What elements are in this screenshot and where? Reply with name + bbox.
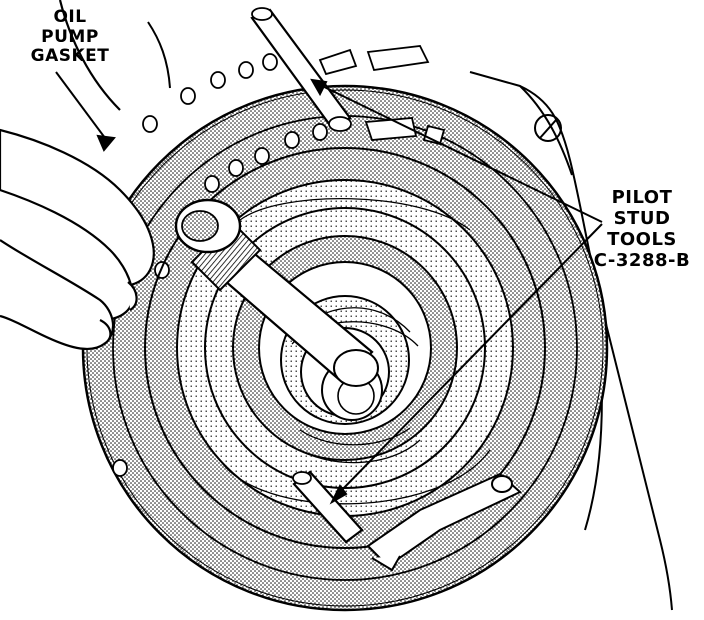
oil-pump-gasket-label-line-3: GASKET [30,46,110,67]
oil-pump-gasket-label-line-1: OIL [53,7,87,27]
pilot-stud-tools-label-line-1: PILOT [611,187,673,208]
pump-shaft-tool [174,198,379,387]
oil-pump-gasket-label-line-2: PUMP [41,26,99,47]
technician-hand [0,0,155,350]
gasket-slots [318,45,446,146]
oil-pump-gasket-label: OIL PUMP GASKET [10,7,130,67]
pilot-stud-tools-label: PILOT STUD TOOLS C-3288-B [586,187,698,272]
pilot-stud-tool-upper [250,7,352,132]
pilot-stud-tool-lower [292,470,364,544]
pilot-stud-tools-label-line-2: STUD [613,207,671,229]
pilot-stud-tools-label-line-3: TOOLS [607,228,677,250]
pilot-stud-tools-part-number: C-3288-B [593,249,691,271]
callout-leaders [55,71,603,505]
bottom-bracket [366,472,522,572]
